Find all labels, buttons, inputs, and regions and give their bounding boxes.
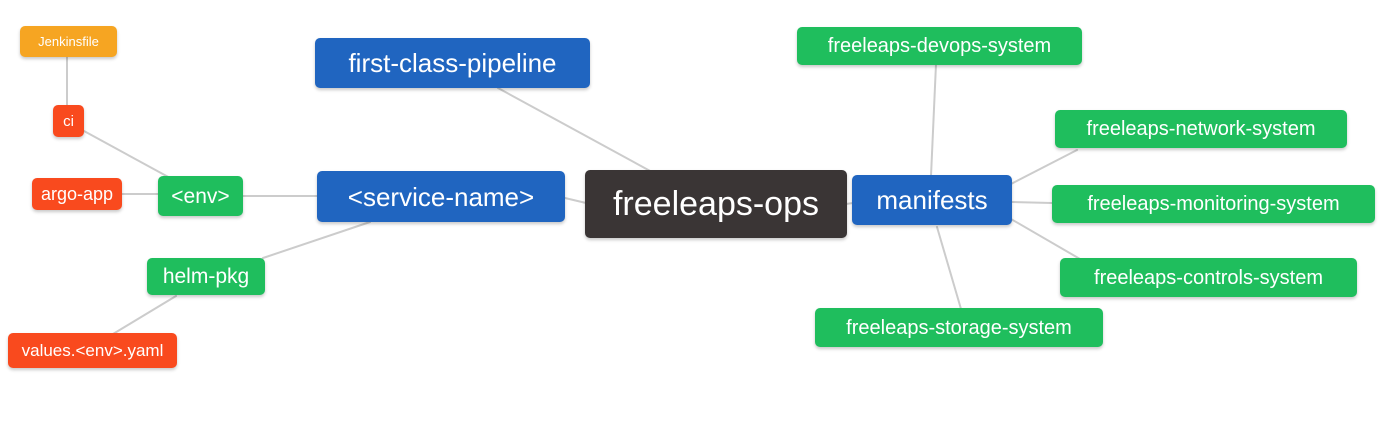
edge-manifests-controls <box>1010 218 1081 260</box>
node-first-class-pipeline[interactable]: first-class-pipeline <box>315 38 590 88</box>
node-env[interactable]: <env> <box>158 176 243 216</box>
edge-servicename-ops <box>564 197 587 204</box>
edge-manifests-network <box>1010 149 1078 185</box>
edge-manifests-devops <box>930 63 937 177</box>
node-freeleaps-monitoring-system[interactable]: freeleaps-monitoring-system <box>1052 185 1375 223</box>
edge-manifests-storage <box>936 226 962 310</box>
edge-ops-manifests <box>845 202 854 205</box>
node-freeleaps-controls-system[interactable]: freeleaps-controls-system <box>1060 258 1357 297</box>
edge-pipeline-ops <box>497 87 653 173</box>
node-freeleaps-ops[interactable]: freeleaps-ops <box>585 170 847 238</box>
node-service-name[interactable]: <service-name> <box>317 171 565 222</box>
node-ci[interactable]: ci <box>53 105 84 137</box>
edge-helmpkg-servicename <box>262 221 371 259</box>
edge-values-helmpkg <box>112 295 177 335</box>
node-jenkinsfile[interactable]: Jenkinsfile <box>20 26 117 57</box>
node-freeleaps-network-system[interactable]: freeleaps-network-system <box>1055 110 1347 148</box>
edge-manifests-monitoring <box>1011 201 1053 204</box>
node-helm-pkg[interactable]: helm-pkg <box>147 258 265 295</box>
node-freeleaps-storage-system[interactable]: freeleaps-storage-system <box>815 308 1103 347</box>
node-freeleaps-devops-system[interactable]: freeleaps-devops-system <box>797 27 1082 65</box>
node-argo-app[interactable]: argo-app <box>32 178 122 210</box>
edge-ci-env <box>83 130 173 180</box>
node-values-env-yaml[interactable]: values.<env>.yaml <box>8 333 177 368</box>
node-manifests[interactable]: manifests <box>852 175 1012 225</box>
